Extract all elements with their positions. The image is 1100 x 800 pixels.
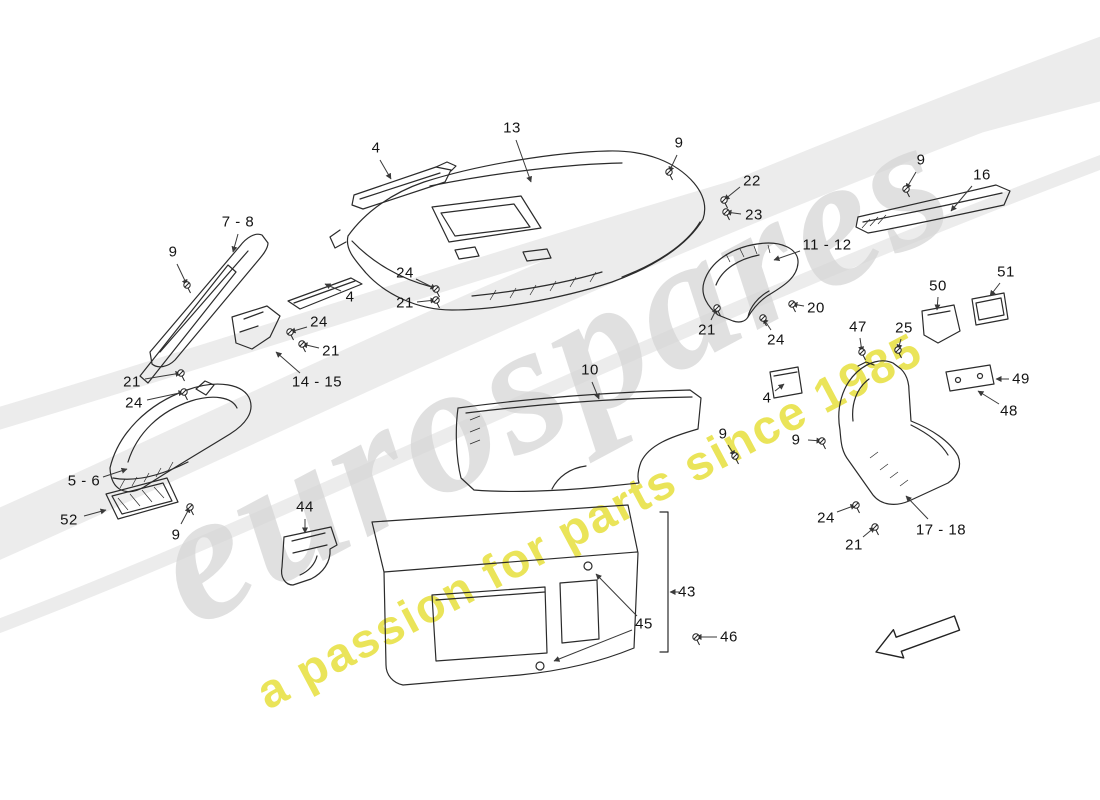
part-4-trim-strip-left bbox=[287, 277, 363, 310]
leader-lines-layer bbox=[83, 139, 1009, 662]
leader-line bbox=[595, 573, 638, 617]
leader-line bbox=[950, 185, 973, 212]
screw-icon bbox=[186, 503, 194, 516]
screw-icon bbox=[177, 369, 185, 382]
part-50-plate bbox=[921, 304, 961, 344]
screw-icon bbox=[858, 348, 866, 361]
screw-icon bbox=[894, 346, 902, 359]
part-44-bracket bbox=[280, 526, 338, 586]
leader-line bbox=[553, 629, 633, 662]
screw-icon bbox=[665, 168, 673, 181]
part-51-pad bbox=[971, 292, 1009, 326]
leader-line bbox=[379, 159, 392, 180]
screw-icon bbox=[183, 281, 191, 294]
screw-icon bbox=[720, 196, 728, 209]
part-7-8-a-pillar-trim bbox=[139, 233, 269, 384]
screw-icon bbox=[722, 208, 730, 221]
part-16-trim-strip-right bbox=[855, 184, 1011, 234]
screw-icon bbox=[731, 452, 739, 465]
part-52-insulation-pad bbox=[105, 477, 179, 520]
screw-icon bbox=[871, 523, 879, 536]
part-48-49-bracket bbox=[945, 364, 995, 392]
screw-icon bbox=[180, 388, 188, 401]
part-43-bracket-line bbox=[659, 511, 669, 653]
part-45-luggage-compartment-lining bbox=[371, 504, 639, 686]
screw-icon bbox=[902, 185, 910, 198]
leader-line bbox=[591, 381, 600, 400]
part-13-roof-headliner bbox=[329, 150, 706, 311]
leader-line bbox=[515, 139, 532, 183]
screw-icon bbox=[759, 314, 767, 327]
leader-line bbox=[146, 390, 185, 401]
part-14-15-bracket bbox=[231, 305, 281, 350]
leader-line bbox=[774, 383, 785, 392]
leader-line bbox=[83, 508, 107, 517]
screw-icon bbox=[432, 285, 440, 298]
screw-icon bbox=[852, 501, 860, 514]
screw-icon bbox=[298, 340, 306, 353]
screw-icon bbox=[432, 296, 440, 309]
leader-line bbox=[102, 467, 128, 478]
screw-icon bbox=[692, 633, 700, 646]
screw-icon bbox=[818, 437, 826, 450]
leader-line bbox=[905, 495, 929, 520]
leader-line bbox=[275, 351, 301, 374]
part-4-pad-right bbox=[769, 366, 803, 399]
leader-line bbox=[977, 390, 1000, 405]
part-10-rear-shelf-trim bbox=[455, 389, 702, 493]
screw-icon bbox=[286, 328, 294, 341]
part-4-trim-strip-top bbox=[351, 161, 457, 210]
part-17-18-b-pillar-trim bbox=[838, 360, 961, 505]
screw-icon bbox=[788, 300, 796, 313]
leader-line bbox=[144, 370, 182, 380]
part-5-6-compartment-trim bbox=[109, 380, 252, 493]
direction-arrow bbox=[875, 615, 961, 659]
